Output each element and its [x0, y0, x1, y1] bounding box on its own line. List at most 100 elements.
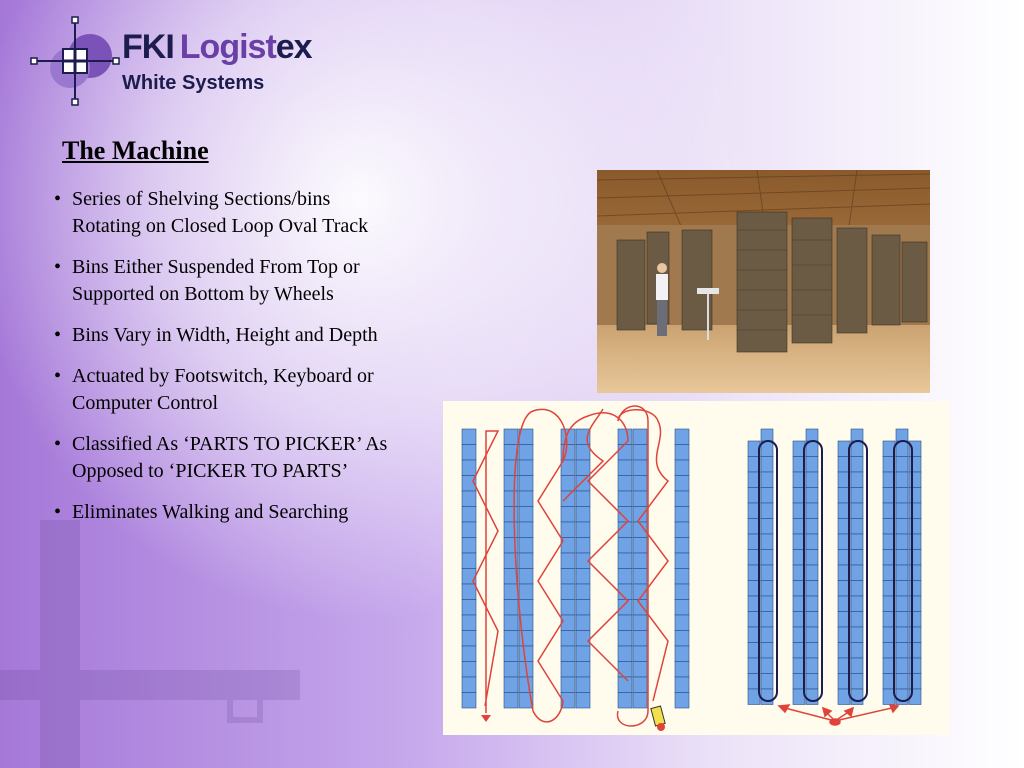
bin — [850, 673, 864, 690]
bin — [850, 580, 864, 597]
bin — [632, 676, 648, 693]
bin — [617, 568, 633, 585]
bin — [908, 456, 922, 473]
bin — [503, 676, 519, 693]
bin — [908, 626, 922, 643]
bin — [461, 552, 477, 569]
bin — [674, 428, 690, 445]
logo-fki: FKI — [122, 28, 175, 66]
bin — [674, 459, 690, 476]
bin — [617, 692, 633, 709]
bin — [503, 490, 519, 507]
bin — [908, 471, 922, 488]
bin — [850, 518, 864, 535]
picker-path-zigzag — [472, 405, 649, 727]
bin — [895, 502, 909, 519]
bin — [908, 673, 922, 690]
bin — [617, 676, 633, 693]
bin — [805, 564, 819, 581]
bin — [461, 537, 477, 554]
bin — [908, 440, 922, 457]
bin — [895, 456, 909, 473]
bin — [908, 549, 922, 566]
bin — [850, 611, 864, 628]
bin — [895, 688, 909, 705]
bin — [674, 568, 690, 585]
bin — [760, 502, 774, 519]
bin — [518, 645, 534, 662]
bin — [850, 549, 864, 566]
bin — [617, 506, 633, 523]
bin — [632, 599, 648, 616]
bin — [908, 642, 922, 659]
bin — [632, 506, 648, 523]
bin — [674, 583, 690, 600]
bin — [560, 676, 576, 693]
bin — [575, 692, 591, 709]
bin — [760, 471, 774, 488]
bin — [632, 490, 648, 507]
bin — [895, 471, 909, 488]
bin — [518, 537, 534, 554]
bin — [503, 521, 519, 538]
bullet-item: •Classified As ‘PARTS TO PICKER’ As Oppo… — [54, 431, 404, 485]
bin — [908, 564, 922, 581]
bin — [895, 642, 909, 659]
bin — [503, 692, 519, 709]
warehouse-carousel-photo — [597, 170, 930, 393]
bin — [674, 552, 690, 569]
bin — [895, 549, 909, 566]
bin — [575, 676, 591, 693]
bullet-text: Eliminates Walking and Searching — [72, 501, 349, 523]
bin — [503, 661, 519, 678]
bin — [674, 599, 690, 616]
bin — [805, 549, 819, 566]
bin — [632, 645, 648, 662]
bin — [617, 661, 633, 678]
bin — [503, 599, 519, 616]
bullet-marker: • — [54, 188, 62, 210]
bin — [760, 580, 774, 597]
bin — [674, 444, 690, 461]
bin — [850, 428, 864, 442]
bin — [805, 502, 819, 519]
bin — [575, 521, 591, 538]
picker-cart-icon — [650, 705, 666, 727]
bin — [850, 642, 864, 659]
horizontal-carousel-bins-left — [461, 428, 690, 709]
bin — [850, 487, 864, 504]
bin — [575, 506, 591, 523]
bin — [760, 487, 774, 504]
path-end-arrow — [481, 715, 491, 722]
bin — [895, 533, 909, 550]
bin — [895, 564, 909, 581]
bin — [560, 568, 576, 585]
bullet-list: •Series of Shelving Sections/bins Rotati… — [54, 186, 404, 540]
bin — [850, 626, 864, 643]
logo-subtitle: White Systems — [122, 72, 265, 94]
bin — [560, 552, 576, 569]
bin — [760, 642, 774, 659]
bin — [617, 444, 633, 461]
bin — [674, 676, 690, 693]
bin — [632, 661, 648, 678]
bin — [461, 614, 477, 631]
bin — [617, 537, 633, 554]
bin — [850, 595, 864, 612]
bin — [895, 611, 909, 628]
bin — [518, 568, 534, 585]
bin — [518, 521, 534, 538]
bin — [760, 518, 774, 535]
logo-logist: Logist — [179, 28, 277, 66]
bin — [560, 506, 576, 523]
bin — [518, 599, 534, 616]
bin — [503, 428, 519, 445]
bin — [850, 471, 864, 488]
bin — [518, 490, 534, 507]
bin — [908, 595, 922, 612]
bin — [575, 444, 591, 461]
oval-track — [893, 440, 913, 702]
bin — [805, 688, 819, 705]
